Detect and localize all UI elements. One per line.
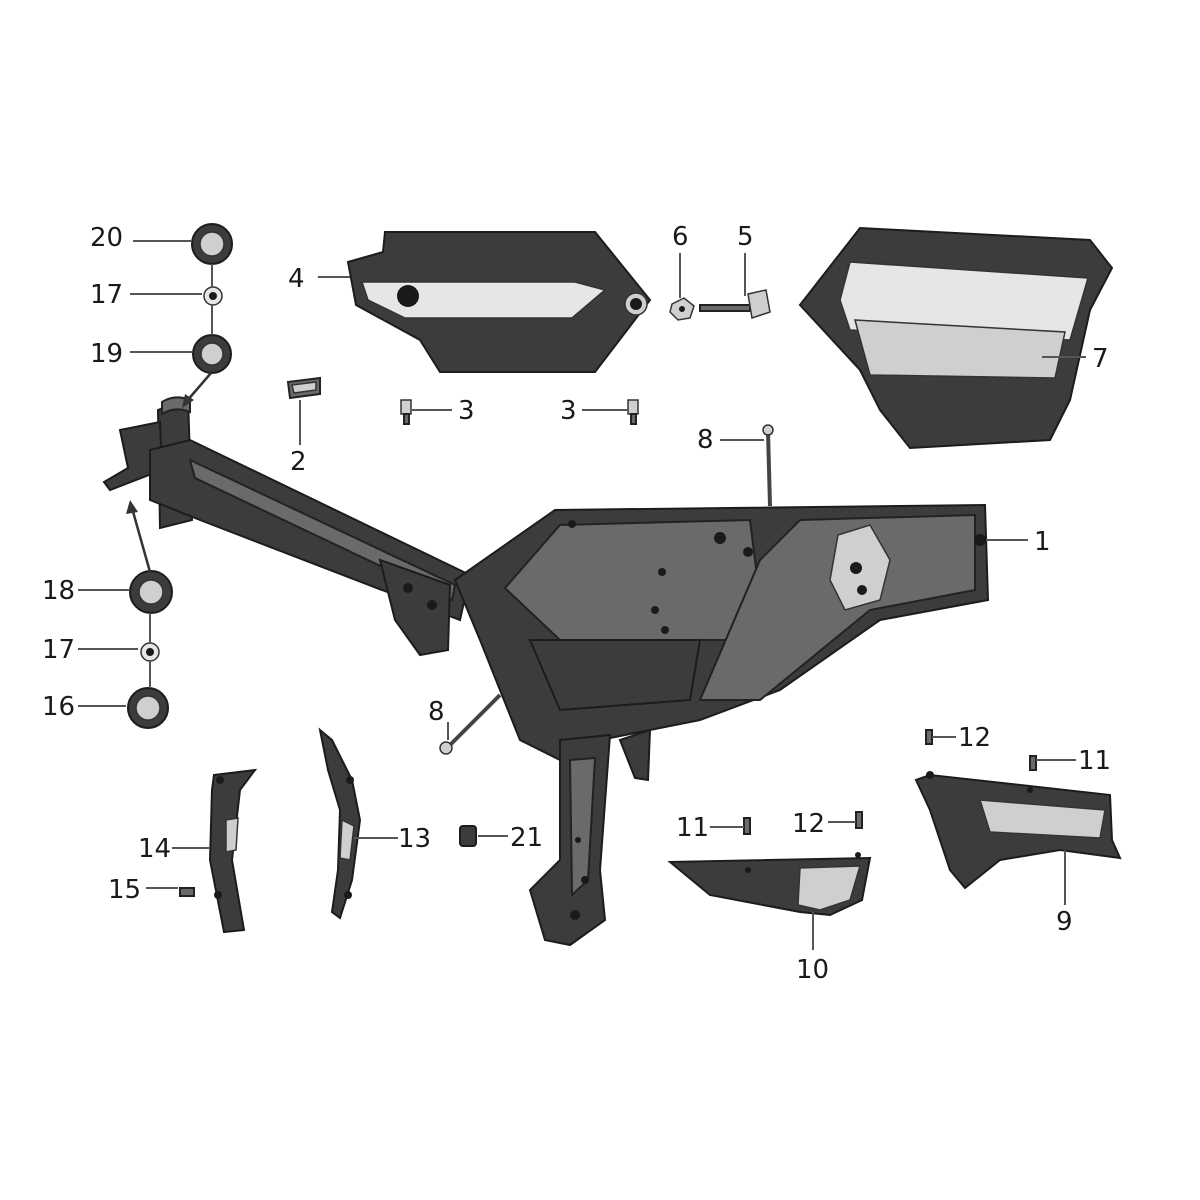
bearing-balls-top-part [203,286,223,306]
label-part-14: 14 [138,834,171,864]
label-part-9: 9 [1056,907,1073,937]
screw-part-left [400,399,412,425]
label-part-3-right: 3 [560,396,577,426]
label-part-5: 5 [737,222,754,252]
screw-part-right [627,399,639,425]
screw-12-right-part [925,729,933,745]
grommet-part [459,825,477,847]
label-part-20: 20 [90,223,123,253]
main-frame-part [102,396,990,947]
leader-lines [78,240,1086,950]
label-part-4: 4 [288,264,305,294]
label-part-8-top: 8 [697,425,714,455]
label-part-6: 6 [672,222,689,252]
label-part-13: 13 [398,824,431,854]
fastener-part [699,289,771,319]
rear-lower-panel-part [914,771,1122,890]
left-curved-bracket-part [208,768,258,934]
nut-part [669,297,695,321]
bearing-cup-bottom-part [127,687,169,729]
bearing-race-top-part [192,334,232,374]
label-part-15: 15 [108,875,141,905]
label-part-16: 16 [42,692,75,722]
label-part-11-left: 11 [676,813,709,843]
bearing-race-bottom-part [129,570,173,614]
long-bolt-part-lower [439,693,502,755]
label-part-17-lower: 17 [42,635,75,665]
label-part-21: 21 [510,823,543,853]
label-part-2: 2 [290,447,307,477]
label-part-11-right: 11 [1078,746,1111,776]
bearing-balls-bottom-part [140,642,160,662]
label-part-3-left: 3 [458,396,475,426]
lower-panel-part [667,852,872,917]
label-part-7: 7 [1092,344,1109,374]
small-screw-part [179,887,195,897]
screw-11-left-part [743,817,751,835]
label-part-18: 18 [42,576,75,606]
right-curved-bracket-part [318,727,362,920]
label-part-17-upper: 17 [90,280,123,310]
label-part-12-left: 12 [792,809,825,839]
label-part-1: 1 [1034,527,1051,557]
label-part-8-lower: 8 [428,697,445,727]
screw-12-left-part [855,811,863,829]
screw-11-right-part [1029,755,1037,771]
long-bolt-part-top [762,424,774,507]
label-part-19: 19 [90,339,123,369]
right-side-cover-part [798,226,1114,450]
label-part-10: 10 [796,955,829,985]
bearing-cup-top-part [191,223,233,265]
left-side-cover-part [346,231,652,373]
part-number-labels: 1 2 3 3 4 5 6 7 8 8 9 10 11 11 12 12 13 … [42,222,1111,985]
assembly-arrows [126,264,213,688]
clip-part [286,376,321,400]
label-part-12-right: 12 [958,723,991,753]
